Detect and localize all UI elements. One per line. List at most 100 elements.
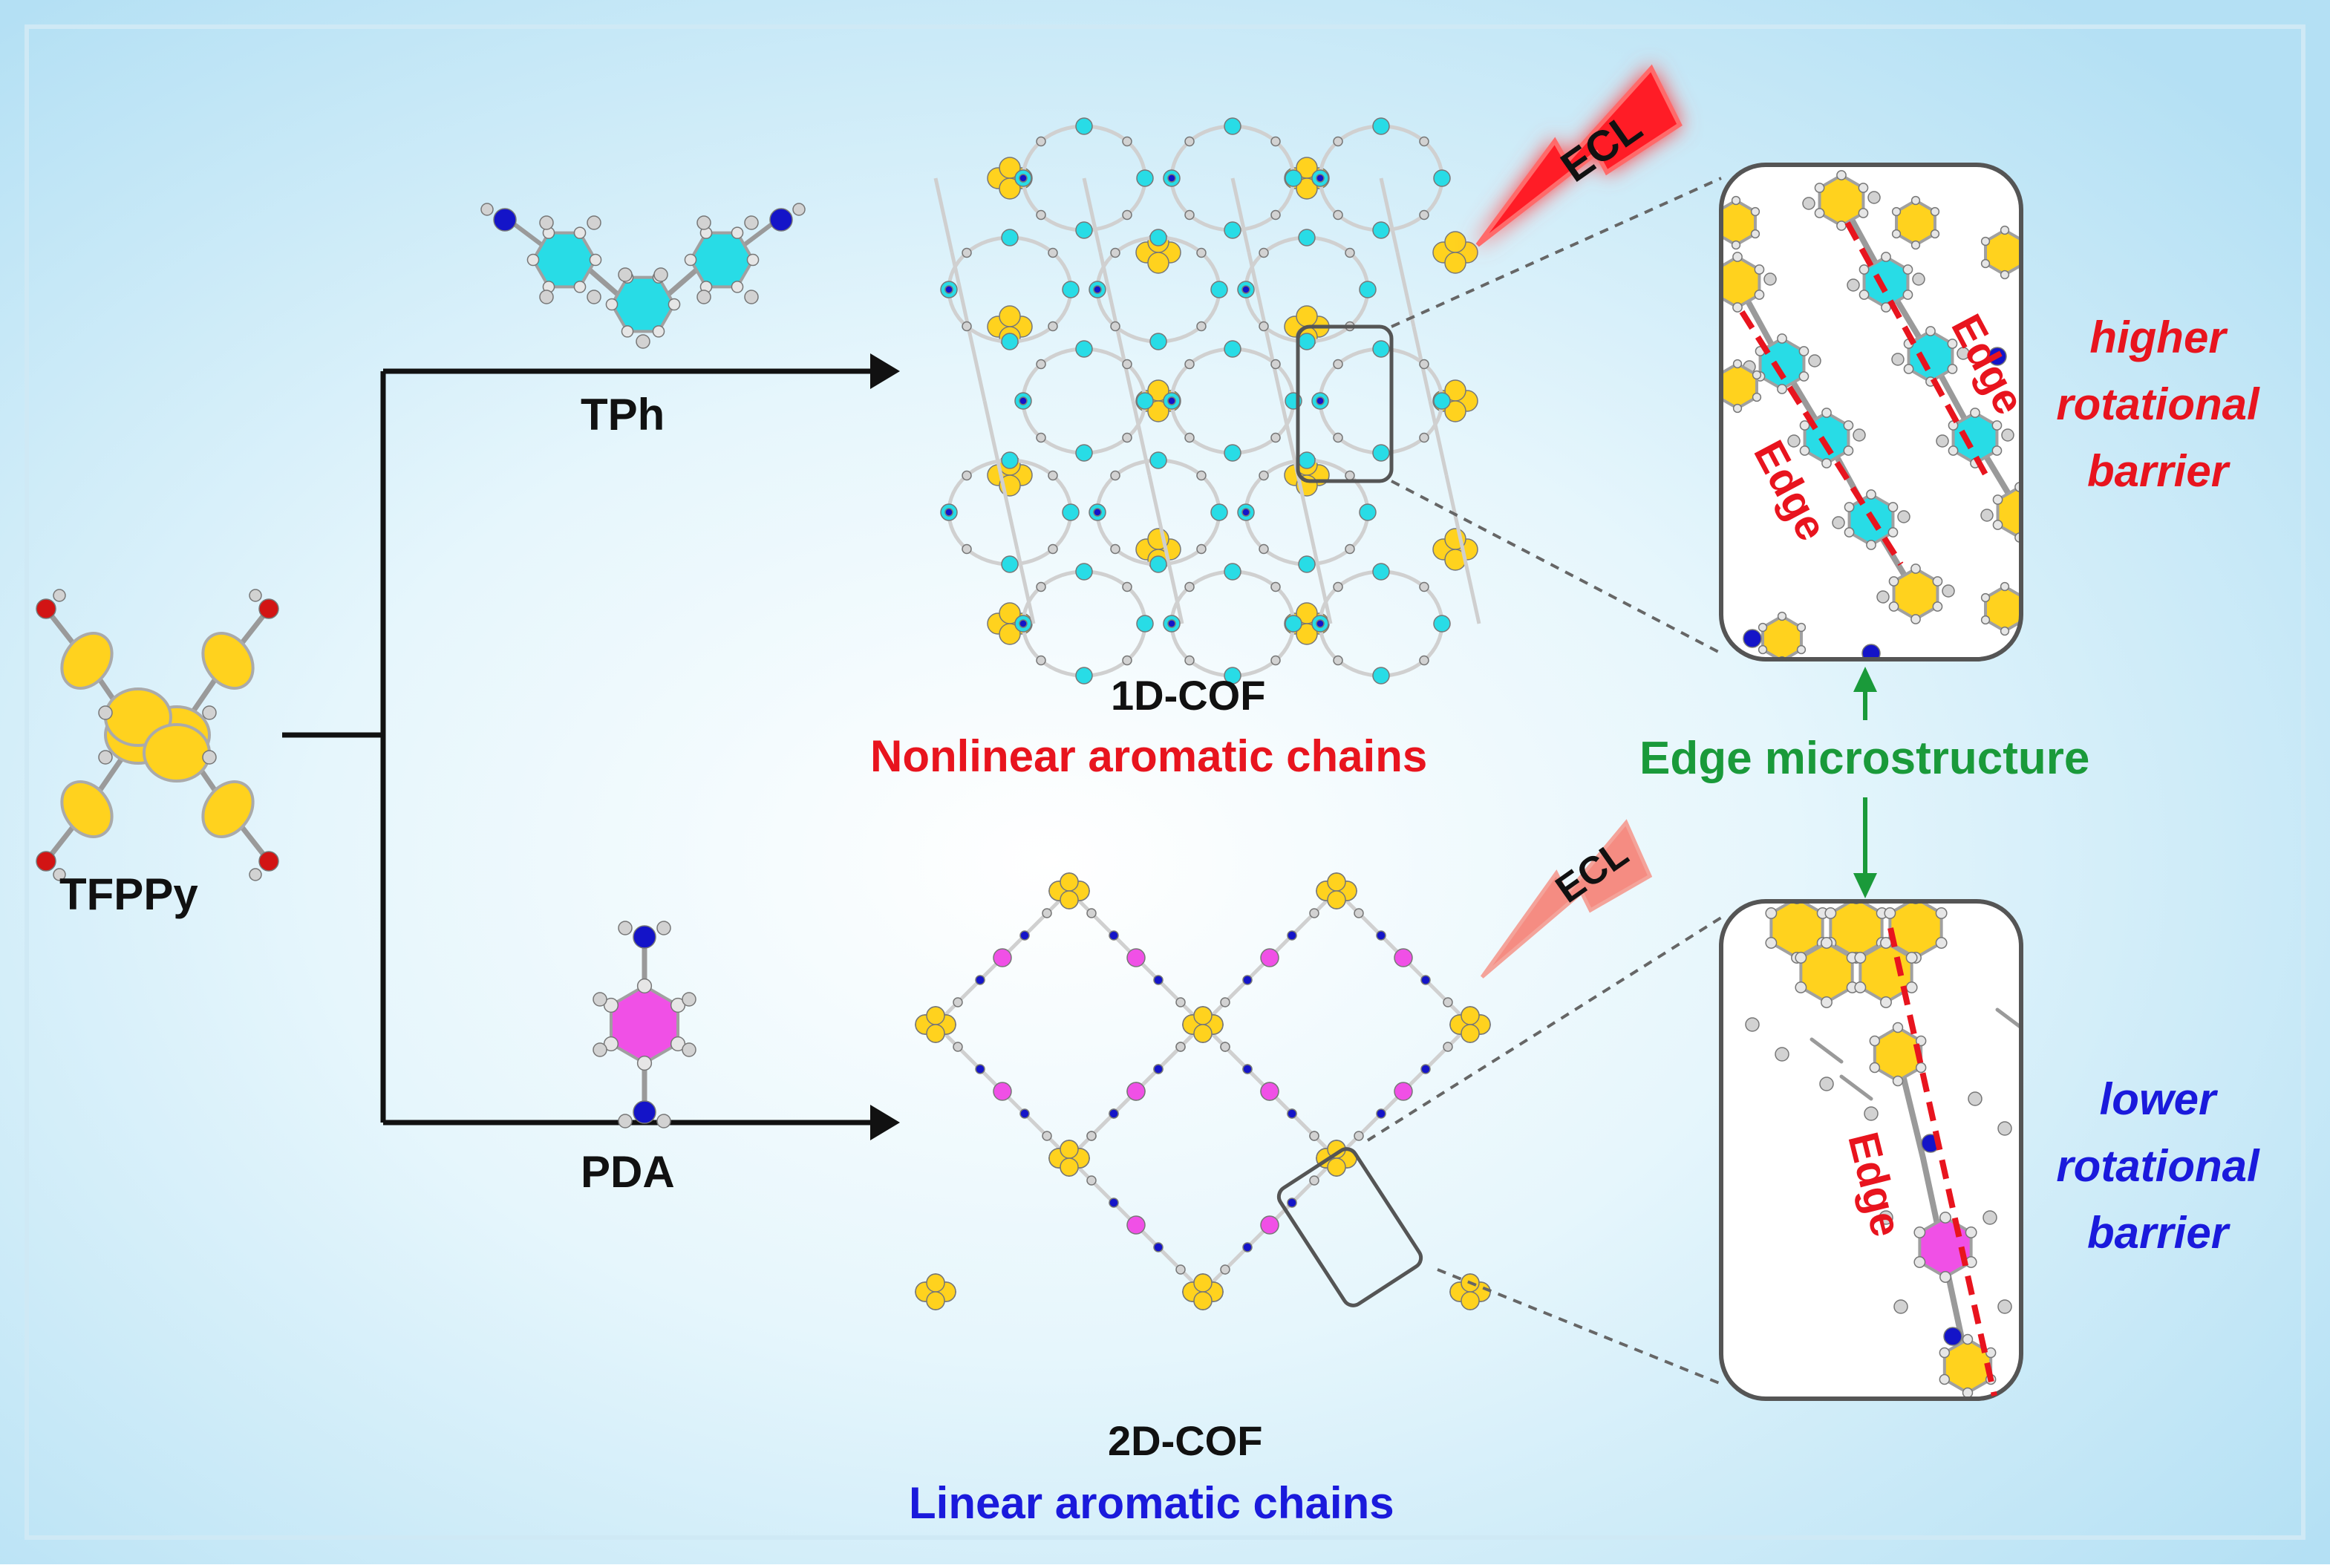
- carbon-atom: [1892, 1075, 1904, 1087]
- network-node: [1242, 1242, 1253, 1252]
- carbon-atom: [573, 226, 587, 239]
- network-node: [962, 470, 972, 481]
- network-node: [1001, 451, 1019, 469]
- network-node: [1270, 136, 1281, 147]
- oxygen-atom: [258, 851, 279, 872]
- carbon-atom: [1836, 170, 1847, 180]
- network-node: [1075, 563, 1093, 581]
- carbon-atom: [1854, 952, 1867, 964]
- network-node: [1259, 321, 1269, 332]
- carbon-atom: [1765, 907, 1778, 919]
- network-node: [1220, 997, 1230, 1007]
- carbon-atom: [1798, 371, 1809, 382]
- carbon-atom: [1869, 1035, 1881, 1047]
- carbon-atom: [1843, 445, 1854, 456]
- network-node: [1287, 930, 1297, 941]
- network-node: [1196, 321, 1207, 332]
- hydrogen-atom: [2001, 428, 2014, 442]
- carbon-atom: [1732, 252, 1743, 262]
- network-node: [1327, 872, 1346, 892]
- hydrogen-atom: [539, 215, 554, 230]
- hydrogen-atom: [1936, 434, 1949, 448]
- carbon-atom: [1814, 183, 1825, 193]
- network-node: [1036, 581, 1046, 592]
- nitrogen-atom: [1988, 347, 2007, 366]
- network-node: [1376, 930, 1386, 941]
- network-node: [1224, 117, 1241, 135]
- network-node: [1036, 432, 1046, 443]
- hydrogen-atom: [636, 334, 650, 349]
- carbon-atom: [1777, 384, 1787, 394]
- lower-barrier-line-1: lower: [2099, 1074, 2216, 1124]
- hydrogen-atom: [1853, 428, 1866, 442]
- hydrogen-atom: [1942, 584, 1955, 598]
- carbon-atom: [1910, 240, 1921, 250]
- arrow-head-2d: [870, 1105, 900, 1140]
- tfppy-label: TFPPy: [59, 869, 198, 919]
- network-node: [1075, 444, 1093, 462]
- network-node: [1210, 281, 1228, 298]
- carbon-atom: [1777, 611, 1787, 621]
- carbon-atom: [1732, 302, 1743, 313]
- carbon-atom: [1962, 1387, 1974, 1399]
- carbon-atom: [1910, 195, 1921, 206]
- carbon-atom: [1932, 601, 1943, 612]
- network-node: [1444, 252, 1466, 274]
- network-node: [1420, 1064, 1431, 1074]
- network-node: [1327, 890, 1346, 909]
- carbon-atom: [1930, 206, 1940, 217]
- network-node: [1149, 555, 1167, 573]
- carbon-atom: [1859, 264, 1870, 275]
- cof-2d-network: [915, 872, 1491, 1310]
- network-node: [1241, 285, 1250, 294]
- carbon-atom: [1939, 1271, 1951, 1283]
- carbon-atom: [1891, 229, 1902, 239]
- selection-box-1d: [1296, 324, 1394, 483]
- network-node: [1075, 667, 1093, 685]
- lower-barrier-line-2: rotational: [2056, 1141, 2259, 1191]
- network-node: [1354, 1131, 1364, 1141]
- network-node: [1136, 615, 1154, 633]
- hydrogen-atom: [1745, 1017, 1760, 1032]
- edge-microstructure-label: Edge microstructure: [1639, 733, 2090, 784]
- network-node: [1184, 432, 1195, 443]
- carbon-atom: [1881, 252, 1891, 262]
- network-node: [1019, 1108, 1030, 1119]
- network-node: [1241, 508, 1250, 517]
- network-node: [1296, 623, 1318, 645]
- carbon-atom: [1844, 527, 1855, 538]
- network-node: [1193, 1273, 1213, 1293]
- carbon-atom: [1935, 937, 1948, 949]
- benzene-ring: [688, 231, 755, 289]
- edge-lines: [1739, 221, 1997, 1396]
- carbon-atom: [1905, 952, 1918, 964]
- network-node: [1048, 543, 1058, 555]
- network-node: [1333, 432, 1343, 443]
- network-node: [1109, 930, 1119, 941]
- network-node: [1270, 359, 1281, 370]
- carbon-atom: [1799, 445, 1810, 456]
- carbon-atom: [1866, 540, 1876, 550]
- network-node: [1086, 1175, 1097, 1186]
- carbon-atom: [1887, 527, 1899, 538]
- carbon-atom: [684, 253, 697, 267]
- arrow-head-1d: [870, 353, 900, 389]
- network-node: [1196, 543, 1207, 555]
- network-node: [1419, 655, 1429, 666]
- hydrogen-atom: [1775, 1047, 1789, 1062]
- network-node: [1122, 581, 1132, 592]
- carbon-atom: [2000, 581, 2010, 592]
- network-node: [1036, 359, 1046, 370]
- carbon-atom: [731, 281, 744, 293]
- network-node: [1224, 563, 1241, 581]
- network-node: [1443, 997, 1453, 1007]
- network-node: [1419, 136, 1429, 147]
- network-node: [1359, 503, 1377, 521]
- benzene-ring: [1818, 173, 1865, 228]
- network-node: [944, 508, 953, 517]
- network-node: [953, 997, 963, 1007]
- hydrogen-atom: [1808, 354, 1821, 368]
- carbon-atom: [1930, 229, 1940, 239]
- carbon-atom: [746, 253, 760, 267]
- carbon-atom: [1750, 206, 1760, 217]
